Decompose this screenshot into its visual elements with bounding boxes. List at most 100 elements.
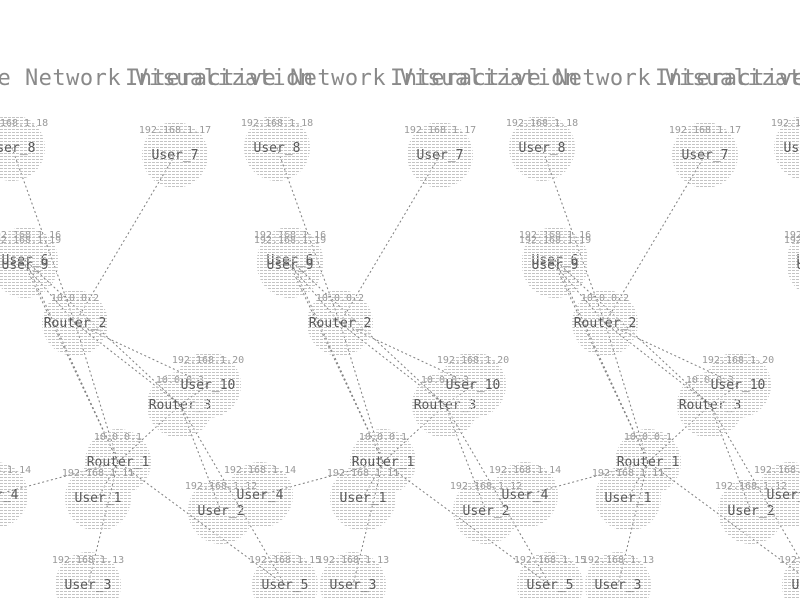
node-name-label: Router_2: [44, 316, 107, 331]
node-ip-label: 192.168.1.13: [52, 555, 124, 566]
node-ip-label: 192.168.1.17: [139, 125, 211, 136]
node-ip-label: 192.168.1.14: [754, 465, 800, 476]
node-name-label: User_5: [792, 578, 800, 593]
node-disc: [585, 552, 651, 600]
node-disc: [782, 555, 800, 600]
node-name-label: User_8: [784, 141, 800, 156]
node-ip-label: 10.0.0.1: [624, 432, 672, 443]
node-disc: [705, 352, 771, 418]
node-name-label: User_4: [237, 488, 284, 503]
node-disc: [175, 352, 241, 418]
node-disc: [787, 238, 800, 292]
node-ip-label: 192.168.1.14: [224, 465, 296, 476]
node-name-label: User_7: [682, 148, 729, 163]
node-disc: [330, 465, 396, 531]
node-ip-label: 192.168.1.18: [506, 118, 578, 129]
node-ip-label: 192.168.1.12: [450, 481, 522, 492]
node-disc: [492, 462, 558, 528]
node-name-label: User_3: [330, 578, 377, 593]
node-ip-label: 192.168.1.15: [779, 555, 800, 566]
node-disc: [440, 352, 506, 418]
edge-router_1-user_4: [0, 461, 119, 495]
node-ip-label: 192.168.1.17: [669, 125, 741, 136]
node-disc: [65, 465, 131, 531]
node-name-label: User_7: [152, 148, 199, 163]
node-ip-label: 192.168.1.12: [715, 481, 787, 492]
node-disc: [509, 115, 575, 181]
node-disc: [757, 462, 800, 528]
node-layer: 10.0.0.1Router_110.0.0.2Router_210.0.0.3…: [0, 115, 800, 600]
node-disc: [0, 232, 58, 298]
node-name-label: User_4: [0, 488, 19, 503]
node-disc: [252, 552, 318, 600]
node-ip-label: 192.168.1.18: [241, 118, 313, 129]
node-disc: [672, 122, 738, 188]
node-name-label: User_5: [527, 578, 574, 593]
node-name-label: User_4: [502, 488, 549, 503]
node-ip-label: 192.168.1.12: [185, 481, 257, 492]
node-ip-label: 192.168.1.19: [254, 235, 326, 246]
node-disc: [227, 462, 293, 528]
node-name-label: User_3: [595, 578, 642, 593]
node-name-label: User_9: [797, 258, 800, 273]
node-ip-label: 10.0.0.1: [359, 432, 407, 443]
node-name-label: User_5: [262, 578, 309, 593]
edge-router_1-user_9: [24, 264, 119, 463]
node-ip-label: 192.168.1.16: [784, 230, 800, 241]
node-ip-label: 192.168.1.13: [582, 555, 654, 566]
node-disc: [0, 462, 28, 528]
node-ip-label: 192.168.1.15: [514, 555, 586, 566]
node-ip-label: 192.168.1.11: [62, 468, 134, 479]
node-ip-label: 192.168.1.20: [702, 355, 774, 366]
diagram-title: Interactive Network Visualization: [655, 66, 800, 91]
edge-router_1-user_9: [289, 264, 384, 463]
node-disc: [522, 232, 588, 298]
node-name-label: User_9: [532, 258, 579, 273]
node-name-label: User_3: [65, 578, 112, 593]
node-disc: [55, 552, 121, 600]
node-ip-label: 192.168.1.14: [0, 465, 31, 476]
node-name-label: User_4: [767, 488, 800, 503]
node-ip-label: 192.168.1.18: [0, 118, 48, 129]
node-ip-label: 10.0.0.1: [94, 432, 142, 443]
node-name-label: User_1: [340, 491, 387, 506]
node-ip-label: 192.168.1.19: [519, 235, 591, 246]
node-disc: [320, 552, 386, 600]
node-ip-label: 10.0.0.2: [316, 293, 364, 304]
diagram-title: Interactive Network Visualization: [125, 66, 579, 91]
edge-router_1-user_4: [259, 461, 384, 496]
node-name-label: User_1: [75, 491, 122, 506]
node-ip-label: 192.168.1.20: [172, 355, 244, 366]
